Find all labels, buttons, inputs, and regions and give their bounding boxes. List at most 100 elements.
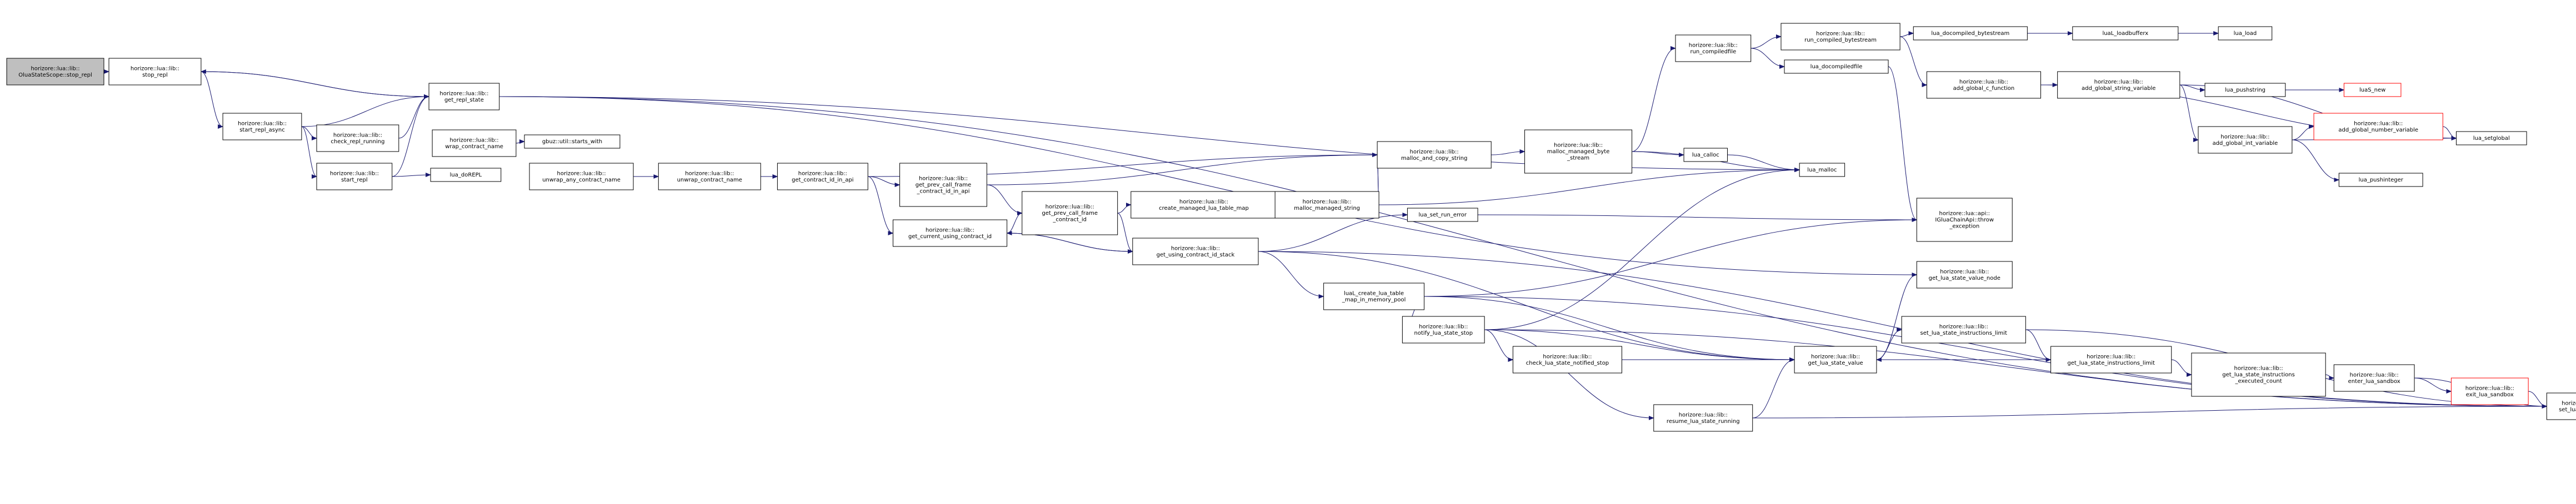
call-edge (398, 94, 430, 139)
node-label-line: horizore::lua::lib:: (1419, 324, 1468, 330)
node-box (1131, 191, 1277, 219)
function-node[interactable]: horizore::lua::api::IGluaChainApi::throw… (1916, 198, 2013, 242)
function-node[interactable]: luaL_loadbufferx (2072, 26, 2179, 41)
node-label-line: add_global_int_variable (2213, 140, 2278, 147)
node-label-line: horizore::lua::lib:: (1410, 149, 1459, 155)
function-node[interactable]: horizore::lua::lib::wrap_contract_name (432, 129, 517, 157)
node-box (1901, 316, 2026, 344)
node-label-line: gbuz::util::starts_with (542, 139, 602, 145)
function-node[interactable]: luaS_new (2343, 83, 2402, 97)
function-node[interactable]: horizore::lua::lib::get_current_using_co… (893, 219, 1008, 247)
function-node[interactable]: horizore::lua::lib::run_compiled_bytestr… (1780, 23, 1900, 51)
function-node[interactable]: horizore::lua::lib::get_lua_state_instru… (2191, 352, 2326, 397)
node-box (1512, 346, 1622, 374)
node-label-line: horizore::lua::lib:: (2220, 134, 2269, 140)
function-node[interactable]: horizore::lua::lib::get_using_contract_i… (1132, 238, 1259, 265)
node-label-line: set_lua_state_value (2559, 407, 2576, 413)
function-node[interactable]: horizore::lua::lib::add_global_int_varia… (2198, 126, 2293, 154)
function-node[interactable]: horizore::lua::lib::get_lua_state_instru… (2050, 346, 2172, 374)
function-node[interactable]: horizore::lua::lib::exit_lua_sandbox (2450, 377, 2529, 405)
function-node[interactable]: horizore::lua::lib::get_contract_id_in_a… (777, 163, 868, 190)
node-label-line: horizore::lua::lib:: (1179, 199, 1228, 205)
function-node[interactable]: lua_docompiledfile (1784, 59, 1889, 74)
node-box (1675, 34, 1752, 62)
function-node[interactable]: horizore::lua::lib::set_lua_state_instru… (1901, 316, 2026, 344)
function-node[interactable]: horizore::lua::lib::run_compiledfile (1675, 34, 1752, 62)
node-label-line: IGluaChainApi::throw (1935, 217, 1994, 223)
node-label-line: lua_pushstring (2225, 87, 2265, 93)
node-box (524, 134, 621, 149)
function-node[interactable]: horizore::lua::lib::get_lua_state_value (1794, 346, 1877, 374)
call-edge (1424, 296, 2548, 409)
function-node[interactable]: lua_malloc (1799, 163, 1845, 177)
node-label-line: run_compiledfile (1690, 49, 1736, 55)
node-box (1916, 198, 2013, 242)
function-node[interactable]: horizore::lua::lib::start_repl_async (222, 113, 302, 140)
function-node[interactable]: lua_set_run_error (1407, 208, 1478, 222)
node-label-line: _stream (1567, 155, 1589, 162)
node-box (316, 163, 393, 190)
node-label-line: lua_load (2234, 31, 2257, 37)
function-node[interactable]: horizore::lua::lib::malloc_and_copy_stri… (1377, 141, 1492, 169)
function-node[interactable]: lua_setglobal (2455, 131, 2527, 145)
function-node[interactable]: horizore::lua::lib::add_global_string_va… (2057, 71, 2180, 99)
function-node[interactable]: horizore::lua::lib::malloc_managed_strin… (1274, 191, 1379, 219)
call-edge (1900, 36, 1928, 87)
call-edge (1750, 34, 1782, 49)
call-edge (301, 126, 318, 179)
node-label-line: get_contract_id_in_api (792, 177, 853, 183)
node-label-line: luaL_create_lua_table (1344, 290, 1404, 296)
node-box (428, 83, 500, 110)
function-node[interactable]: horizore::lua::lib::get_lua_state_value_… (1916, 261, 2013, 289)
function-node[interactable]: horizore::lua::lib::get_repl_state (428, 83, 500, 110)
node-label-line: horizore::lua::lib:: (238, 120, 287, 127)
function-node[interactable]: gbuz::util::starts_with (524, 134, 621, 149)
function-node[interactable]: horizore::lua::lib::get_prev_call_frame_… (899, 163, 987, 207)
function-node[interactable]: luaL_create_lua_table_map_in_memory_pool (1323, 283, 1425, 310)
node-label-line: get_current_using_contract_id (908, 234, 992, 240)
function-node[interactable]: horizore::lua::lib::stop_repl (108, 58, 202, 85)
function-node[interactable]: horizore::lua::lib::resume_lua_state_run… (1653, 404, 1753, 432)
node-label-line: horizore::lua::lib:: (1046, 204, 1094, 210)
function-node[interactable]: lua_doREPL (430, 168, 502, 182)
node-box (777, 163, 868, 190)
node-label-line: horizore::lua::lib:: (2354, 120, 2403, 127)
node-box (2218, 26, 2273, 41)
node-box (2338, 173, 2423, 187)
call-edge (1006, 231, 1133, 252)
call-edge (201, 71, 224, 129)
function-node[interactable]: horizore::lua::lib::set_lua_state_value (2546, 392, 2576, 420)
call-edge (1900, 31, 1914, 37)
node-label-line: stop_repl (142, 72, 168, 78)
node-label-line: check_repl_running (331, 139, 384, 145)
function-node[interactable]: horizore::lua::lib::notify_lua_state_sto… (1402, 316, 1485, 344)
root-function-node[interactable]: horizore::lua::lib::OluaStateScope::stop… (6, 58, 104, 85)
function-node[interactable]: horizore::lua::lib::unwrap_contract_name (658, 163, 761, 190)
function-node[interactable]: horizore::lua::lib::add_global_c_functio… (1926, 71, 2041, 99)
call-edge (1632, 151, 1685, 157)
function-node[interactable]: lua_docompiled_bytestream (1913, 26, 2028, 41)
function-node[interactable]: horizore::lua::lib::add_global_number_va… (2313, 113, 2443, 140)
function-node[interactable]: horizore::lua::lib::unwrap_any_contract_… (529, 163, 634, 190)
function-node[interactable]: horizore::lua::lib::create_managed_lua_t… (1131, 191, 1277, 219)
call-edge (1484, 329, 1514, 362)
function-node[interactable]: lua_pushinteger (2338, 173, 2423, 187)
call-edge (1484, 168, 1800, 330)
node-label-line: lua_doREPL (450, 172, 482, 178)
function-node[interactable]: horizore::lua::lib::start_repl (316, 163, 393, 190)
function-node[interactable]: lua_calloc (1683, 148, 1728, 162)
function-node[interactable]: horizore::lua::lib::check_repl_running (316, 124, 399, 152)
function-node[interactable]: horizore::lua::lib::check_lua_state_noti… (1512, 346, 1622, 374)
function-node[interactable]: horizore::lua::lib::malloc_managed_byte_… (1524, 129, 1633, 174)
function-node[interactable]: horizore::lua::lib::get_prev_call_frame_… (1022, 191, 1118, 235)
node-box (1022, 191, 1118, 235)
node-box (1132, 238, 1259, 265)
node-label-line: horizore::lua::lib:: (1543, 354, 1592, 360)
node-label-line: horizore::lua::lib:: (1939, 324, 1988, 330)
function-node[interactable]: lua_load (2218, 26, 2273, 41)
function-node[interactable]: horizore::lua::lib::enter_lua_sandbox (2333, 364, 2415, 392)
call-edge (2414, 377, 2452, 394)
node-label-line: lua_setglobal (2473, 135, 2510, 142)
node-label-line: get_lua_state_value_node (1929, 275, 2000, 281)
function-node[interactable]: lua_pushstring (2204, 83, 2286, 97)
